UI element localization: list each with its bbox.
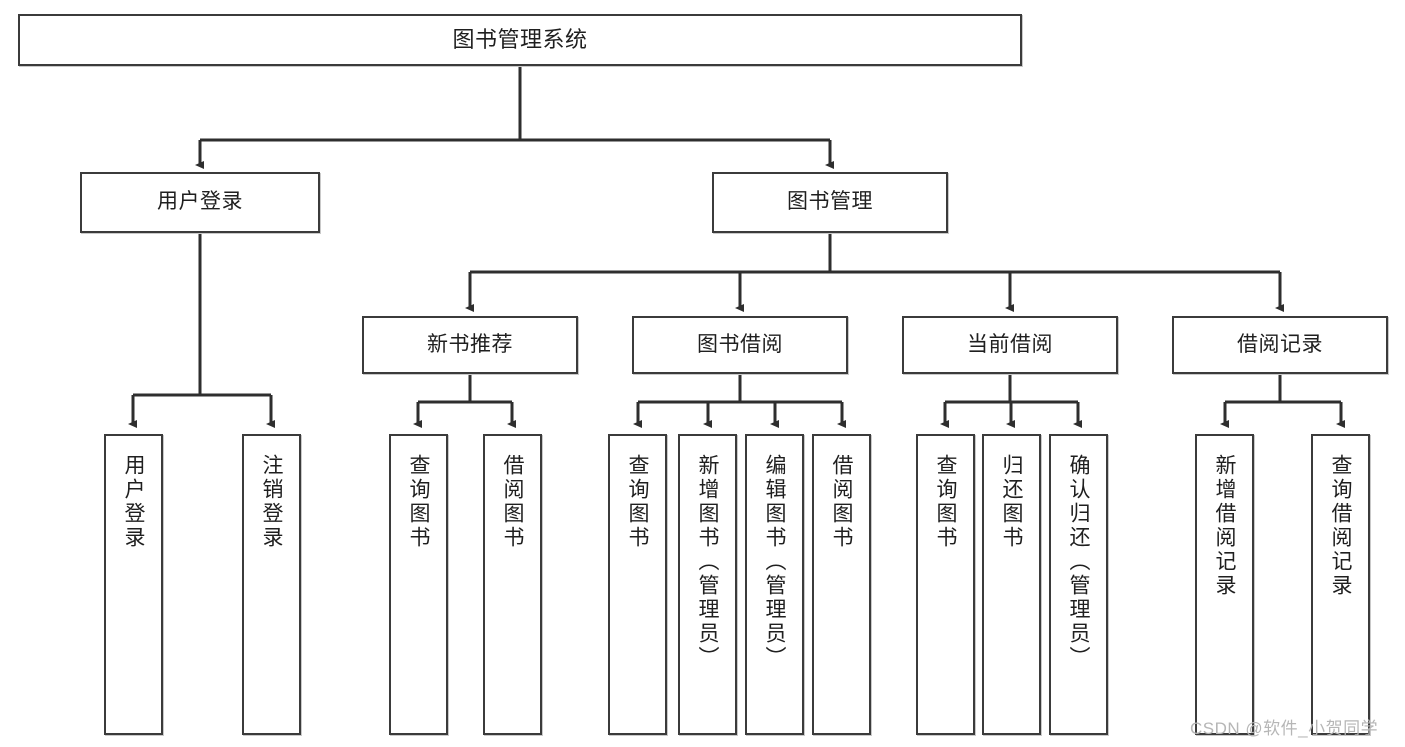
- watermark: CSDN @软件_小贺同学: [1190, 719, 1379, 738]
- node-leaf-user-login-label: 用户登录: [122, 454, 145, 550]
- node-user-login-label: 用户登录: [157, 190, 243, 214]
- node-leaf-query-book-1-label: 查询图书: [407, 454, 430, 550]
- node-leaf-query-book-3-label: 查询图书: [934, 454, 957, 550]
- node-new-book-rec-label: 新书推荐: [427, 332, 513, 356]
- node-root[interactable]: 图书管理系统: [18, 14, 1022, 66]
- node-leaf-query-book-1[interactable]: 查询图书: [389, 434, 448, 735]
- node-leaf-query-record-label: 查询借阅记录: [1329, 454, 1352, 598]
- node-leaf-query-book-2[interactable]: 查询图书: [608, 434, 667, 735]
- node-leaf-query-book-2-label: 查询图书: [626, 454, 649, 550]
- node-leaf-confirm-return-label: 确认归还（管理员）: [1067, 454, 1090, 670]
- node-current-borrow[interactable]: 当前借阅: [902, 316, 1118, 374]
- node-leaf-return-book[interactable]: 归还图书: [982, 434, 1041, 735]
- node-leaf-edit-book[interactable]: 编辑图书（管理员）: [745, 434, 804, 735]
- node-leaf-query-record[interactable]: 查询借阅记录: [1311, 434, 1370, 735]
- node-leaf-add-book[interactable]: 新增图书（管理员）: [678, 434, 737, 735]
- node-book-manage-label: 图书管理: [787, 190, 873, 214]
- node-leaf-logout[interactable]: 注销登录: [242, 434, 301, 735]
- node-leaf-borrow-book-1-label: 借阅图书: [501, 454, 524, 550]
- node-leaf-borrow-book-1[interactable]: 借阅图书: [483, 434, 542, 735]
- node-leaf-logout-label: 注销登录: [260, 454, 283, 550]
- node-new-book-rec[interactable]: 新书推荐: [362, 316, 578, 374]
- node-leaf-confirm-return[interactable]: 确认归还（管理员）: [1049, 434, 1108, 735]
- node-root-label: 图书管理系统: [452, 27, 588, 53]
- node-leaf-edit-book-label: 编辑图书（管理员）: [763, 454, 786, 670]
- node-book-borrow-label: 图书借阅: [697, 332, 783, 356]
- node-borrow-record-label: 借阅记录: [1237, 332, 1323, 356]
- node-leaf-add-record-label: 新增借阅记录: [1213, 454, 1236, 598]
- node-borrow-record[interactable]: 借阅记录: [1172, 316, 1388, 374]
- node-leaf-query-book-3[interactable]: 查询图书: [916, 434, 975, 735]
- node-user-login[interactable]: 用户登录: [80, 172, 320, 233]
- node-current-borrow-label: 当前借阅: [967, 332, 1053, 356]
- node-leaf-borrow-book-2-label: 借阅图书: [830, 454, 853, 550]
- node-leaf-return-book-label: 归还图书: [1000, 454, 1023, 550]
- node-book-manage[interactable]: 图书管理: [712, 172, 948, 233]
- node-leaf-add-record[interactable]: 新增借阅记录: [1195, 434, 1254, 735]
- node-leaf-user-login[interactable]: 用户登录: [104, 434, 163, 735]
- node-book-borrow[interactable]: 图书借阅: [632, 316, 848, 374]
- node-leaf-add-book-label: 新增图书（管理员）: [696, 454, 719, 670]
- node-leaf-borrow-book-2[interactable]: 借阅图书: [812, 434, 871, 735]
